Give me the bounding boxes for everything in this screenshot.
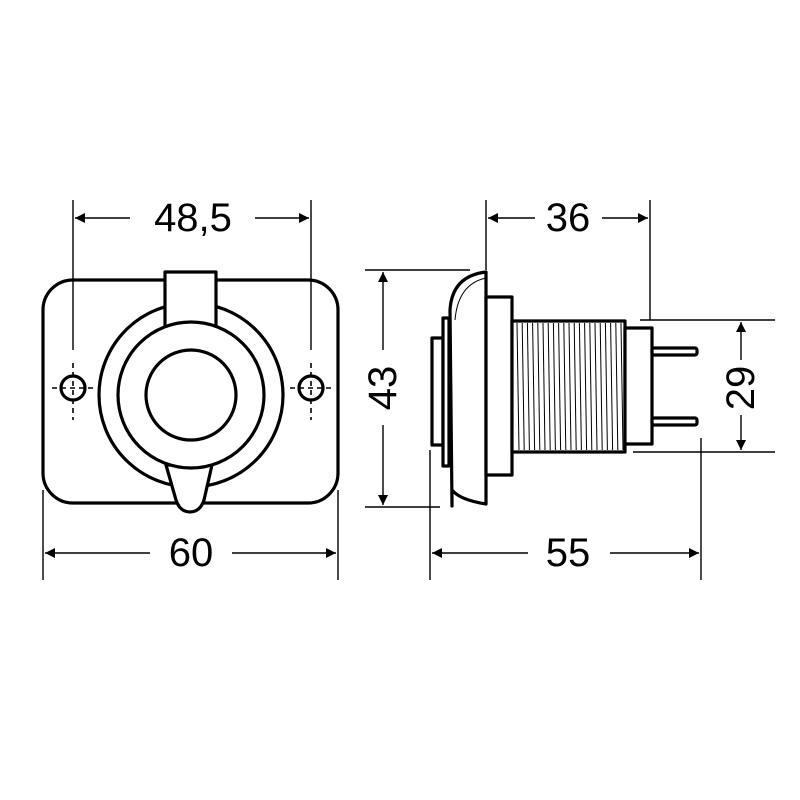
- centerlines: [52, 363, 332, 420]
- thread-lines: [516, 322, 624, 451]
- dimension-43: 43: [361, 269, 470, 508]
- thread-line: [568, 322, 572, 451]
- dimension-29: 29: [633, 319, 775, 453]
- thread-line: [547, 322, 551, 451]
- side-view: [430, 270, 699, 508]
- dimension-label-55: 55: [546, 531, 591, 575]
- thread-line: [537, 322, 541, 451]
- thread-line: [552, 322, 556, 451]
- flange: [484, 295, 514, 477]
- thread-line: [610, 322, 614, 451]
- dimension-48-5: 48,5: [72, 196, 312, 350]
- thread-line: [589, 322, 593, 451]
- bottom-lid-tab: [164, 463, 214, 514]
- bezel-highlight: [454, 277, 487, 321]
- dimension-label-43: 43: [361, 366, 405, 411]
- dimension-label-48-5: 48,5: [154, 196, 232, 240]
- thread-line: [526, 322, 530, 451]
- thread-line: [573, 322, 577, 451]
- thread-line: [594, 322, 598, 451]
- thread-line: [599, 322, 603, 451]
- terminal-pin-top: [650, 346, 699, 357]
- thread-line: [532, 322, 536, 451]
- terminal-pin-bottom: [650, 416, 699, 427]
- thread-line: [521, 322, 525, 451]
- dimension-label-36: 36: [546, 196, 591, 240]
- thread-line: [516, 322, 520, 451]
- front-view: [41, 270, 340, 514]
- dimension-36: 36: [485, 196, 651, 320]
- thread-line: [620, 322, 624, 451]
- rear-step: [441, 316, 451, 468]
- dimension-label-60: 60: [169, 531, 214, 575]
- socket-ring: [116, 320, 266, 470]
- thread-line: [558, 322, 562, 451]
- thread-line: [578, 322, 582, 451]
- thread-line: [615, 322, 619, 451]
- thread-line: [542, 322, 546, 451]
- bezel: [448, 270, 488, 508]
- dimension-label-29: 29: [719, 366, 763, 411]
- socket-opening: [144, 348, 238, 442]
- thread-line: [563, 322, 567, 451]
- rear-step-small: [430, 336, 445, 447]
- thread-line: [604, 322, 608, 451]
- dimension-60: 60: [42, 490, 339, 580]
- dimension-55: 55: [429, 438, 702, 580]
- back-body: [623, 326, 654, 446]
- thread-line: [584, 322, 588, 451]
